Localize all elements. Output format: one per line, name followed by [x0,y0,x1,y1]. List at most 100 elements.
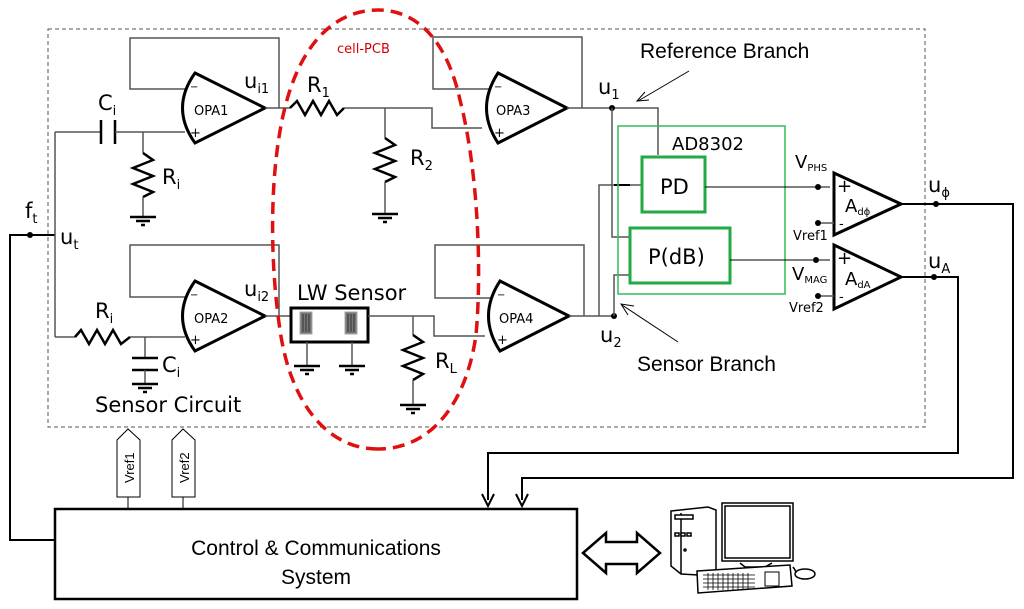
arrowhead-icon [619,303,635,316]
r1-to-opa3-wire [344,107,482,129]
ground-icon [294,364,320,376]
ft-wire [9,234,55,541]
capacitor-ci-top [99,120,117,144]
ci-bottom-label: Ci [162,353,180,381]
vref1-label: Vref1 [793,229,828,244]
arrowhead-icon [481,493,495,509]
u1-to-pdb-wire [611,108,630,238]
opa2-minus: − [190,290,198,301]
ground-icon [372,212,398,224]
adphi-label: Adϕ [845,196,871,218]
opa1-plus: + [190,126,201,141]
vphs-node-dot [815,184,821,190]
arrowhead-icon [515,493,529,509]
ad8302-chip [617,125,786,295]
ground-icon [400,403,426,415]
opa3-label: OPA3 [496,104,530,119]
ua-wire [487,276,959,500]
uphi-node-dot [933,201,939,207]
opa2-label: OPA2 [194,312,228,327]
computer-icon [670,502,816,594]
ada-label: AdA [845,269,871,291]
ft-label: ft [25,199,38,227]
lw-to-opa4-wire [368,315,485,337]
amplifier-adphi [832,170,905,238]
pd-label: PD [660,175,689,199]
ri-top-label: Ri [162,165,180,193]
opa2-plus: + [190,333,201,348]
opa4-feedback [434,244,585,316]
ua-label: uA [928,249,950,277]
ua-node-dot [931,274,937,280]
reference-branch-arrow [637,70,690,102]
lw-sensor-chip [289,306,370,344]
resistor-ri-top [129,151,157,199]
uphi-label: uϕ [928,173,950,201]
u2-label: u2 [600,323,622,351]
r2-label: R2 [410,146,433,174]
opa1-minus: − [190,82,198,93]
resistor-r1 [289,98,345,118]
ui2-label: ui2 [244,277,269,305]
ground-icon [132,382,158,394]
ad8302-label: AD8302 [672,134,744,155]
ui1-label: ui1 [244,69,269,97]
vref2-connector: Vref2 [171,428,196,509]
uphi-wire [521,203,1014,500]
ground-icon [130,215,156,227]
vref1-node-dot [815,220,821,226]
opa3-plus: + [494,126,505,141]
lw-sensor-label: LW Sensor [297,281,407,305]
control-label-line2: System [281,566,351,589]
ri-bottom-label: Ri [95,299,113,327]
cell-pcb-label: cell-PCB [337,42,390,57]
opa4-label: OPA4 [499,312,533,327]
bidirectional-arrow-icon [581,530,662,576]
u2-to-pdb-wire [613,274,630,316]
opamp-opa2 [181,279,269,353]
cell-pcb-outline [270,8,481,451]
adphi-minus: - [839,217,844,232]
ada-minus: - [839,290,844,305]
sensor-circuit-label: Sensor Circuit [95,393,241,417]
amplifier-ada [832,242,905,312]
opa1-label: OPA1 [194,104,228,119]
r1-label: R1 [307,73,330,101]
opamp-opa4 [487,279,573,353]
u1-wire [567,107,659,155]
pdb-label: P(dB) [648,245,705,269]
adphi-plus: + [837,176,852,197]
opamp-opa3 [485,71,571,145]
opamp-opa1 [181,71,269,145]
capacitor-ci-bottom [132,356,158,372]
opa3-feedback [432,36,583,108]
control-label-line1: Control & Communications [191,537,441,560]
ci-top-label: Ci [98,91,116,119]
u1-label: u1 [598,75,620,103]
ground-icon [339,364,365,376]
opa4-plus: + [497,333,508,348]
opa4-minus: − [497,290,505,301]
opa1-feedback [129,37,280,108]
vphs-label: VPHS [795,152,827,174]
resistor-rl [399,333,427,382]
opa2-feedback [129,244,280,316]
vref2-node-dot [815,293,821,299]
rl-label: RL [435,349,458,377]
pd-block [640,155,707,214]
ut-label: ut [60,225,78,253]
resistor-ri-bottom [74,327,131,347]
vref2-label: Vref2 [789,301,824,316]
sensor-branch-label: Sensor Branch [637,353,776,376]
pdb-block [628,226,732,285]
vmag-node-dot [813,257,819,263]
svg-text:Vref2: Vref2 [177,452,192,483]
vmag-label: VMAG [792,264,827,286]
reference-branch-label: Reference Branch [640,40,809,63]
sensor-branch-arrow [621,304,679,343]
control-communications-system [53,507,579,601]
svg-text:Vref1: Vref1 [122,452,137,483]
vref1-connector: Vref1 [116,428,141,509]
opa3-minus: − [494,82,502,93]
